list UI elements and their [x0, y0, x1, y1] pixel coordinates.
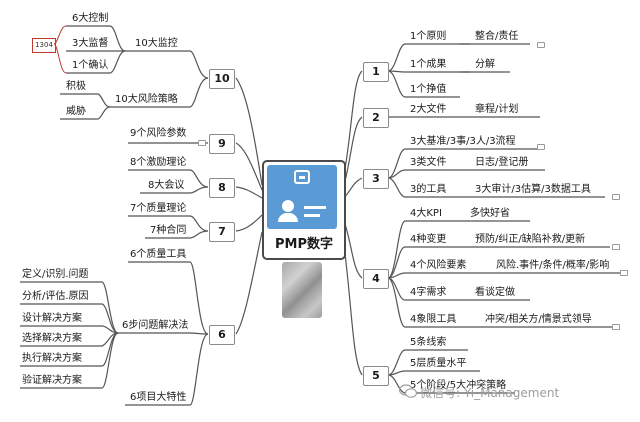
note-marker-icon	[537, 144, 545, 150]
wechat-icon	[399, 384, 417, 398]
subtopic-label[interactable]: 积极	[66, 81, 86, 92]
topic-label[interactable]: 4字需求	[410, 287, 447, 298]
topic-label[interactable]: 5条线索	[410, 337, 447, 348]
topic-label[interactable]: 3的工具	[410, 184, 447, 195]
subtopic-label[interactable]: 威胁	[66, 106, 86, 117]
topic-label[interactable]: 10大风险策略	[115, 94, 178, 105]
topic-label[interactable]: 6个质量工具	[130, 249, 187, 260]
topic-label[interactable]: 4个风险要素	[410, 260, 467, 271]
topic-detail[interactable]: 风险.事件/条件/概率/影响	[496, 260, 610, 271]
topic-detail[interactable]: 章程/计划	[475, 104, 519, 115]
topic-detail[interactable]: 多快好省	[470, 208, 510, 219]
node-5[interactable]: 5	[363, 366, 389, 386]
topic-label[interactable]: 3大基准/3事/3人/3流程	[410, 136, 516, 147]
node-8[interactable]: 8	[209, 178, 235, 198]
blurred-qr-image	[282, 262, 322, 318]
topic-detail[interactable]: 日志/登记册	[475, 157, 529, 168]
node-4[interactable]: 4	[363, 269, 389, 289]
subtopic-label[interactable]: 3大监督	[72, 38, 109, 49]
central-topic-title: PMP数字	[275, 237, 333, 252]
node-2[interactable]: 2	[363, 108, 389, 128]
topic-label[interactable]: 3类文件	[410, 157, 447, 168]
subtopic-label[interactable]: 1个确认	[72, 60, 109, 71]
topic-detail[interactable]: 冲突/相关方/情景式领导	[485, 314, 592, 325]
subtopic-label[interactable]: 定义/识别.问题	[22, 269, 89, 280]
topic-detail[interactable]: 分解	[475, 59, 495, 70]
badge-line-icon	[304, 214, 320, 217]
badge-clip-icon	[294, 170, 310, 184]
topic-label[interactable]: 1个成果	[410, 59, 447, 70]
node-9[interactable]: 9	[209, 134, 235, 154]
note-marker-icon	[198, 140, 206, 146]
subtopic-label[interactable]: 验证解决方案	[22, 375, 82, 386]
topic-label[interactable]: 1个挣值	[410, 84, 447, 95]
person-head-icon	[282, 200, 294, 212]
topic-label[interactable]: 6步问题解决法	[122, 320, 189, 331]
topic-label[interactable]: 7种合同	[150, 225, 187, 236]
note-marker-icon	[537, 42, 545, 48]
subtopic-label[interactable]: 选择解决方案	[22, 333, 82, 344]
note-marker-icon	[612, 194, 620, 200]
subtopic-label[interactable]: 执行解决方案	[22, 353, 82, 364]
topic-label[interactable]: 4大KPI	[410, 208, 442, 219]
node-7[interactable]: 7	[209, 222, 235, 242]
topic-label[interactable]: 4种变更	[410, 234, 447, 245]
topic-label[interactable]: 8个激励理论	[130, 157, 187, 168]
note-marker-icon	[620, 270, 628, 276]
person-body-icon	[278, 213, 298, 222]
node-10[interactable]: 10	[209, 69, 235, 89]
note-marker-icon	[612, 244, 620, 250]
reference-tag[interactable]: 1304	[32, 38, 56, 53]
topic-detail[interactable]: 整合/责任	[475, 31, 519, 42]
topic-detail[interactable]: 预防/纠正/缺陷补救/更新	[475, 234, 586, 245]
topic-label[interactable]: 2大文件	[410, 104, 447, 115]
topic-detail[interactable]: 看谈定做	[475, 287, 515, 298]
topic-label[interactable]: 10大监控	[135, 38, 178, 49]
badge-line-icon	[304, 206, 326, 209]
topic-label[interactable]: 5个阶段/5大冲突策略	[410, 380, 507, 391]
watermark-text: 微信号: Yi_Management	[420, 386, 560, 400]
node-1[interactable]: 1	[363, 62, 389, 82]
node-3[interactable]: 3	[363, 169, 389, 189]
topic-label[interactable]: 1个原则	[410, 31, 447, 42]
topic-label[interactable]: 7个质量理论	[130, 203, 187, 214]
subtopic-label[interactable]: 设计解决方案	[22, 313, 82, 324]
topic-detail[interactable]: 3大审计/3估算/3数据工具	[475, 184, 591, 195]
node-6[interactable]: 6	[209, 325, 235, 345]
note-marker-icon	[612, 324, 620, 330]
topic-label[interactable]: 8大会议	[148, 180, 185, 191]
topic-label[interactable]: 4象限工具	[410, 314, 457, 325]
topic-label[interactable]: 9个风险参数	[130, 128, 187, 139]
subtopic-label[interactable]: 分析/评估.原因	[22, 291, 89, 302]
topic-label[interactable]: 6项目大特性	[130, 392, 187, 403]
topic-label[interactable]: 5层质量水平	[410, 358, 467, 369]
subtopic-label[interactable]: 6大控制	[72, 13, 109, 24]
